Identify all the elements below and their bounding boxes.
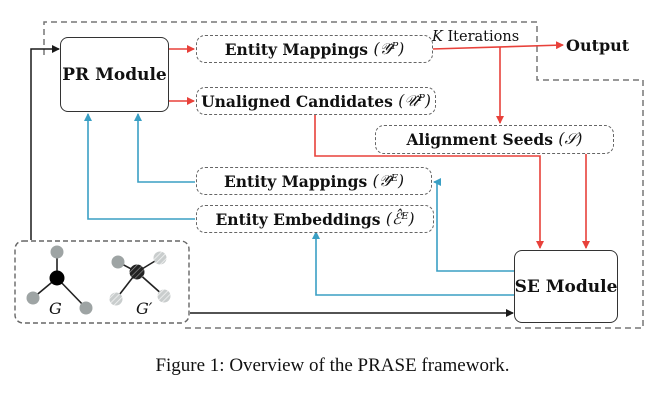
se-to-entity-mappings-arrow [433, 178, 514, 272]
unaligned-candidates-box: Unaligned Candidates (𝒰̂ᴾ) [196, 87, 436, 115]
iterations-label: K Iterations [432, 29, 519, 45]
alignment-seeds-symbol: (𝒮) [558, 130, 583, 148]
pr-module: PR Module [60, 37, 169, 112]
entity-mappings-se-symbol: (𝒴̂ᴱ) [372, 171, 405, 190]
candidates-to-se-arrow [314, 115, 544, 249]
input-graphs-panel [14, 240, 190, 324]
graph-g-label: G [49, 299, 62, 318]
input-graph-to-pr-arrow [30, 45, 60, 240]
entity-embeddings-box: Entity Embeddings (ℰ̂ᴱ) [196, 205, 434, 233]
entity-embeddings-symbol: (ℰ̂ᴱ) [385, 210, 415, 228]
se-module: SE Module [514, 250, 618, 323]
se-to-entity-embeddings-arrow [312, 231, 514, 296]
entity-embeddings-to-pr-arrow [84, 113, 195, 220]
iteration-loop-outline [43, 21, 644, 329]
unaligned-candidates-symbol: (𝒰̂ᴾ) [398, 91, 431, 110]
graph-g-prime-icon [109, 251, 171, 306]
graph-g-icon [26, 245, 93, 315]
entity-mappings-pr-box: Entity Mappings (𝒴̂ᴾ) [196, 35, 433, 63]
entity-mappings-to-output-arrow [431, 41, 564, 50]
iterations-text: Iterations [447, 29, 520, 45]
entity-mappings-pr-symbol: (𝒴̂ᴾ) [373, 39, 405, 58]
entity-mappings-pr-text: Entity Mappings [224, 39, 369, 59]
graph-g-prime-label: G′ [136, 299, 153, 318]
output-label: Output [566, 36, 630, 55]
iterations-k: K [432, 29, 443, 45]
pr-module-label: PR Module [62, 64, 167, 85]
entity-mappings-se-text: Entity Mappings [223, 171, 368, 191]
entity-mappings-to-pr-arrow [134, 113, 195, 183]
entity-mappings-se-box: Entity Mappings (𝒴̂ᴱ) [196, 167, 432, 195]
unaligned-candidates-text: Unaligned Candidates [201, 91, 393, 111]
se-module-label: SE Module [514, 276, 618, 297]
entity-embeddings-text: Entity Embeddings [215, 209, 381, 229]
alignment-seeds-text: Alignment Seeds [406, 130, 553, 149]
alignment-seeds-box: Alignment Seeds (𝒮) [375, 125, 614, 154]
figure-caption: Figure 1: Overview of the PRASE framewor… [155, 355, 510, 376]
